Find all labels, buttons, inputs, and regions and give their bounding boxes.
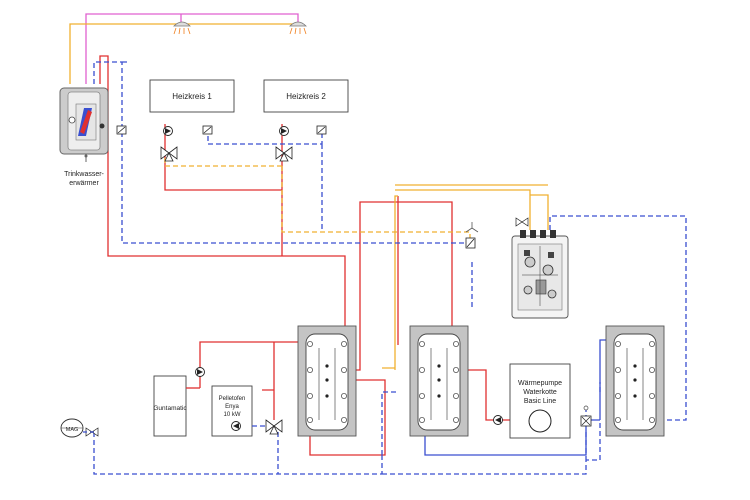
temperature-sensor-icon	[633, 378, 637, 382]
check-valve-icon	[116, 125, 127, 135]
temperature-sensor-icon	[633, 394, 637, 398]
tank-port	[452, 366, 459, 373]
check-valve-icon	[202, 125, 213, 135]
trinkwasser-label-2: erwärmer	[69, 180, 99, 187]
tank-port	[649, 416, 656, 423]
heizkreis-2-label: Heizkreis 2	[286, 92, 326, 101]
temperature-sensor-icon	[633, 364, 637, 368]
tank-port	[615, 340, 622, 347]
waermepumpe-label-1: Wärmepumpe	[518, 380, 562, 387]
temperature-sensor-icon	[325, 394, 329, 398]
pelletofen-label-3: 10 kW	[223, 412, 240, 418]
temperature-sensor-icon	[325, 364, 329, 368]
tank-port	[340, 416, 347, 423]
waermepumpe-label-2: Waterkotte	[523, 389, 557, 396]
tank-port	[615, 366, 622, 373]
tank-port	[452, 340, 459, 347]
mag-label: MAG	[66, 427, 79, 433]
valve-icon	[583, 405, 589, 411]
heizkreis-1-label: Heizkreis 1	[172, 92, 212, 101]
pump-icon	[163, 126, 173, 136]
temperature-sensor-icon	[437, 378, 441, 382]
tank-port	[306, 366, 313, 373]
valve-icon	[515, 217, 529, 227]
expansion-vessel-icon	[60, 418, 84, 438]
pelletofen-label-2: Enya	[225, 404, 239, 410]
tank-port	[452, 416, 459, 423]
compressor-icon	[528, 409, 552, 433]
cold-return-pipe-bottom	[93, 382, 601, 475]
tank-port	[306, 340, 313, 347]
tank-port	[340, 392, 347, 399]
trinkwasser-erwaermer	[59, 87, 109, 162]
tank-port	[649, 340, 656, 347]
tank-port	[649, 392, 656, 399]
trinkwasser-label-1: Trinkwasser-	[64, 171, 104, 178]
pump-icon	[279, 126, 289, 136]
heizkreis-2-box	[263, 79, 349, 113]
heizkreis-1-box	[149, 79, 235, 113]
heat-pump-hydraulic-module	[511, 230, 569, 319]
tank-port	[418, 392, 425, 399]
buffer-tank-3	[605, 325, 665, 437]
shower-icon	[173, 21, 191, 35]
temperature-sensor-icon	[437, 364, 441, 368]
tank-port	[306, 392, 313, 399]
pump-icon	[493, 415, 503, 425]
mixing-valve-icon	[265, 419, 283, 435]
mixing-valve-icon	[275, 146, 293, 162]
check-valve-icon	[580, 415, 592, 427]
tank-port	[615, 416, 622, 423]
tank-port	[615, 392, 622, 399]
temperature-sensor-icon	[437, 394, 441, 398]
check-valve-icon	[316, 125, 327, 135]
temperature-sensor-icon	[325, 378, 329, 382]
supply-pipe-main	[99, 55, 346, 340]
check-valve-icon	[465, 237, 476, 249]
tank-port	[418, 416, 425, 423]
tank-port	[418, 366, 425, 373]
pump-icon	[195, 367, 205, 377]
buffer-tank-1	[297, 325, 357, 437]
tank-port	[452, 392, 459, 399]
shower-icon	[289, 21, 307, 35]
cold-return-pipe-hp	[549, 215, 687, 421]
tank-port	[340, 340, 347, 347]
buffer-tank-2	[409, 325, 469, 437]
warm-water-pipe-right	[382, 184, 549, 370]
tank-port	[340, 366, 347, 373]
tank-port	[306, 416, 313, 423]
waermepumpe-label-3: Basic Line	[524, 398, 556, 405]
valve-icon	[465, 222, 479, 233]
heating-return-pipe	[164, 150, 471, 238]
guntamatic-box	[153, 375, 187, 437]
pelletofen-label-1: Pelletofen	[219, 396, 246, 402]
guntamatic-label: Guntamatic	[153, 405, 187, 412]
cold-return-pipe-heizkreise	[207, 128, 323, 232]
cold-pipe-tank-left	[381, 391, 396, 455]
tank-port	[418, 340, 425, 347]
pump-icon	[231, 421, 241, 431]
mixing-valve-icon	[160, 146, 178, 162]
tank-port	[649, 366, 656, 373]
